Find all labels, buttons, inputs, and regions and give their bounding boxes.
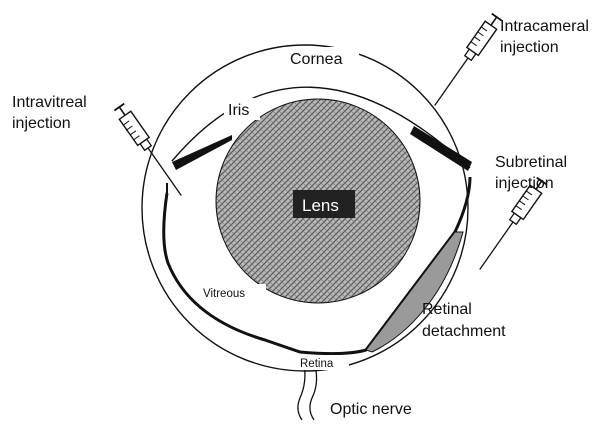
retinal-detachment-label-line1: Retinal <box>422 301 472 318</box>
retinal-detachment-label-line2: detachment <box>422 323 506 340</box>
retina-label: Retina <box>300 358 334 370</box>
syringe-icon <box>114 103 187 199</box>
vitreous-label: Vitreous <box>203 288 245 300</box>
optic-nerve-label: Optic nerve <box>330 401 412 418</box>
intravitreal-injection-label-line1: Intravitreal <box>12 94 87 111</box>
subretinal-injection-label-line2: injection <box>495 175 554 192</box>
subretinal-injection-label-line1: Subretinal <box>495 154 567 171</box>
iris-right <box>410 126 472 171</box>
cornea-label: Cornea <box>290 51 343 68</box>
intravitreal-injection-label-line2: injection <box>12 115 71 132</box>
syringe-icon <box>429 13 502 109</box>
lens-label: Lens <box>302 196 339 215</box>
intracameral-injection-label-line2: injection <box>500 39 559 56</box>
iris-label: Iris <box>228 102 249 119</box>
intracameral-injection-label-line1: Intracameral <box>500 18 589 35</box>
